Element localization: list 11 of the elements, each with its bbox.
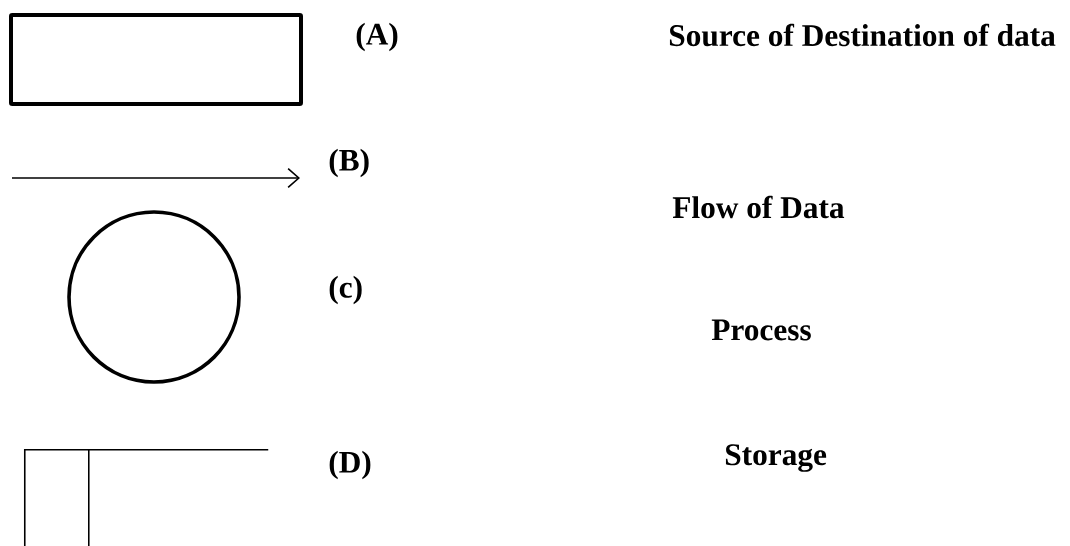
- label-text: (A): [356, 22, 398, 52]
- label-text: (B): [329, 148, 369, 178]
- storage-symbol: [23, 448, 270, 546]
- circle-symbol: [67, 210, 241, 384]
- label-text: Source of Destination of data: [669, 23, 1056, 47]
- label-text: Storage: [725, 444, 827, 472]
- label-text: Flow of Data: [672, 195, 845, 219]
- label-text: (c): [329, 275, 362, 305]
- label-text: (D): [329, 450, 371, 480]
- label-text: Process: [711, 319, 811, 341]
- rectangle-symbol: [9, 12, 303, 107]
